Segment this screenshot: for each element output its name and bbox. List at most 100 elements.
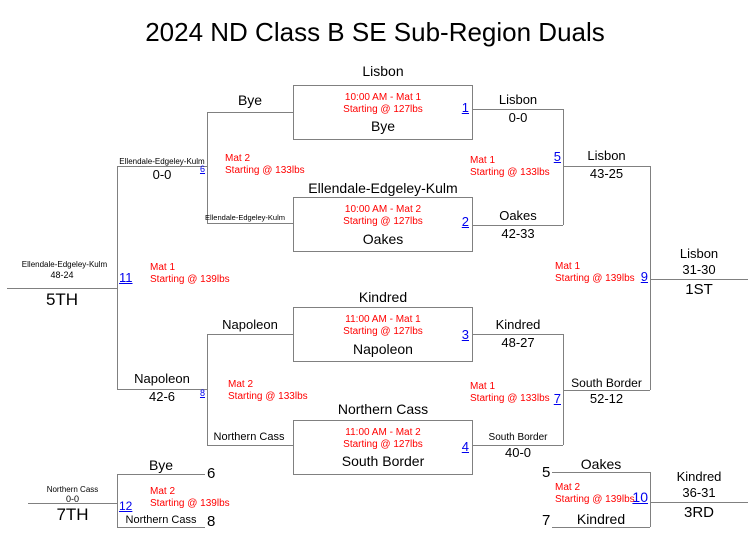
match4-schedule-time: 11:00 AM - Mat 2 (345, 427, 421, 438)
fifth-place-winner-name: Ellendale-Edgeley-Kulm (21, 260, 108, 269)
match1-winner-score: 0-0 (508, 110, 528, 125)
bracket-line-m6-winner (117, 166, 207, 167)
match6-number-link[interactable]: 6 (199, 164, 205, 174)
match4-box (293, 420, 473, 475)
fifth-place-label: 5TH (45, 290, 79, 309)
match12-schedule-note: Mat 2 Starting @ 139lbs (150, 486, 230, 510)
bracket-line-m4-feeder (207, 445, 293, 446)
seventh-place-winner-score: 0-0 (65, 494, 79, 504)
match5-number-link[interactable]: 5 (553, 149, 561, 164)
match5-winner-score: 43-25 (589, 166, 624, 181)
match2-box (293, 197, 473, 252)
match12-number-link[interactable]: 12 (119, 499, 133, 513)
match7-winner-name: South Border (571, 376, 642, 390)
match9-number-link[interactable]: 9 (640, 269, 648, 284)
match2-schedule: 10:00 AM - Mat 2 Starting @ 127lbs (293, 204, 473, 228)
match4-top-team: Northern Cass (337, 401, 429, 417)
match3-bottom-team: Napoleon (353, 341, 413, 357)
match3-winner-name: Kindred (495, 317, 541, 332)
match6-winner-name: Ellendale-Edgeley-Kulm (119, 157, 205, 166)
match1-box (293, 85, 473, 140)
match10-number-link[interactable]: 10 (632, 489, 648, 505)
match3-top-team: Kindred (358, 289, 408, 305)
bracket-line-m10-bottom-feeder (552, 527, 650, 528)
match2-bottom-team: Oakes (362, 231, 404, 247)
bracket-line-m10-join (650, 472, 651, 527)
match8-winner-name: Napoleon (134, 371, 190, 386)
match2-winner-score: 42-33 (501, 226, 535, 241)
match10-bottom-seed: 7 (542, 512, 551, 529)
match12-top-team: Bye (148, 457, 174, 473)
bracket-line-m1-winner (473, 109, 563, 110)
match11-mat: Mat 1 (150, 262, 176, 273)
match8-mat: Mat 2 (228, 379, 254, 390)
bracket-line-m10-top-feeder (552, 472, 650, 473)
bracket-line-lower-right-join (563, 334, 564, 445)
bracket-line-1st-place (650, 279, 748, 280)
match1-schedule-weight: Starting @ 127lbs (343, 104, 423, 115)
match6-winner-score: 0-0 (152, 167, 172, 182)
match12-mat: Mat 2 (150, 486, 176, 497)
match1-winner-name: Lisbon (498, 92, 538, 107)
match4-number-link[interactable]: 4 (461, 439, 469, 454)
match8-schedule-note: Mat 2 Starting @ 133lbs (228, 379, 308, 403)
bracket-line-m3-feeder (207, 334, 293, 335)
match5-winner-name: Lisbon (587, 148, 626, 163)
page-title: 2024 ND Class B SE Sub-Region Duals (145, 17, 605, 47)
third-place-winner-score: 36-31 (682, 485, 716, 500)
match10-bottom-team: Kindred (576, 511, 626, 527)
bracket-line-m5-winner (563, 166, 650, 167)
bracket-line-m2-feeder (207, 223, 293, 224)
bracket-line-final-join (650, 166, 651, 390)
match8-number-link[interactable]: 8 (199, 388, 205, 398)
bracket-line-m2-winner (473, 225, 563, 226)
seventh-place-label: 7TH (56, 505, 89, 524)
match10-weight: Starting @ 139lbs (555, 494, 635, 505)
match10-schedule-note: Mat 2 Starting @ 139lbs (555, 482, 635, 506)
match5-weight: Starting @ 133lbs (470, 167, 550, 178)
match2-schedule-weight: Starting @ 127lbs (343, 216, 423, 227)
bracket-line-5th-place (7, 288, 117, 289)
match3-box (293, 307, 473, 362)
match12-bottom-team: Northern Cass (125, 514, 197, 526)
bracket-line-m12-bottom-feeder (117, 527, 205, 528)
match4-schedule-weight: Starting @ 127lbs (343, 439, 423, 450)
match1-schedule-time: 10:00 AM - Mat 1 (344, 92, 422, 103)
match4-schedule: 11:00 AM - Mat 2 Starting @ 127lbs (293, 427, 473, 451)
bracket-line-lower-left-join (207, 334, 208, 445)
match7-mat: Mat 1 (470, 381, 496, 392)
match3-number-link[interactable]: 3 (461, 327, 469, 342)
match2-number-link[interactable]: 2 (461, 214, 469, 229)
match4-winner-score: 40-0 (504, 445, 532, 460)
match7-weight: Starting @ 133lbs (470, 393, 550, 404)
bracket-line-7th-place (28, 503, 117, 504)
bracket-line-left-consolation-join (117, 166, 118, 389)
seventh-place-winner-name: Northern Cass (46, 485, 99, 494)
match1-top-team: Lisbon (362, 63, 404, 79)
match4-feeder-label: Northern Cass (213, 431, 285, 443)
match3-schedule: 11:00 AM - Mat 1 Starting @ 127lbs (293, 314, 473, 338)
bracket-line-upper-left-join (207, 112, 208, 223)
match1-number-link[interactable]: 1 (461, 100, 469, 115)
bracket-line-3rd-place (650, 502, 748, 503)
match7-winner-score: 52-12 (589, 391, 624, 406)
fifth-place-winner-score: 48-24 (50, 270, 74, 280)
match9-weight: Starting @ 139lbs (555, 273, 635, 284)
bracket-line-m4-winner (473, 445, 563, 446)
match6-schedule-note: Mat 2 Starting @ 133lbs (225, 153, 305, 177)
bracket-line-m12-top-feeder (117, 474, 205, 475)
match11-weight: Starting @ 139lbs (150, 274, 230, 285)
match4-winner-name: South Border (488, 432, 548, 443)
match1-schedule: 10:00 AM - Mat 1 Starting @ 127lbs (293, 92, 473, 116)
third-place-label: 3RD (683, 504, 714, 521)
match8-winner-score: 42-6 (148, 389, 176, 404)
match7-number-link[interactable]: 7 (553, 391, 561, 406)
match5-mat: Mat 1 (470, 155, 496, 166)
match11-number-link[interactable]: 11 (119, 270, 133, 285)
match3-schedule-time: 11:00 AM - Mat 1 (345, 314, 421, 325)
third-place-winner-name: Kindred (676, 469, 722, 484)
match3-schedule-weight: Starting @ 127lbs (343, 326, 423, 337)
match4-bottom-team: South Border (341, 453, 425, 469)
match5-schedule-note: Mat 1 Starting @ 133lbs (470, 155, 550, 179)
